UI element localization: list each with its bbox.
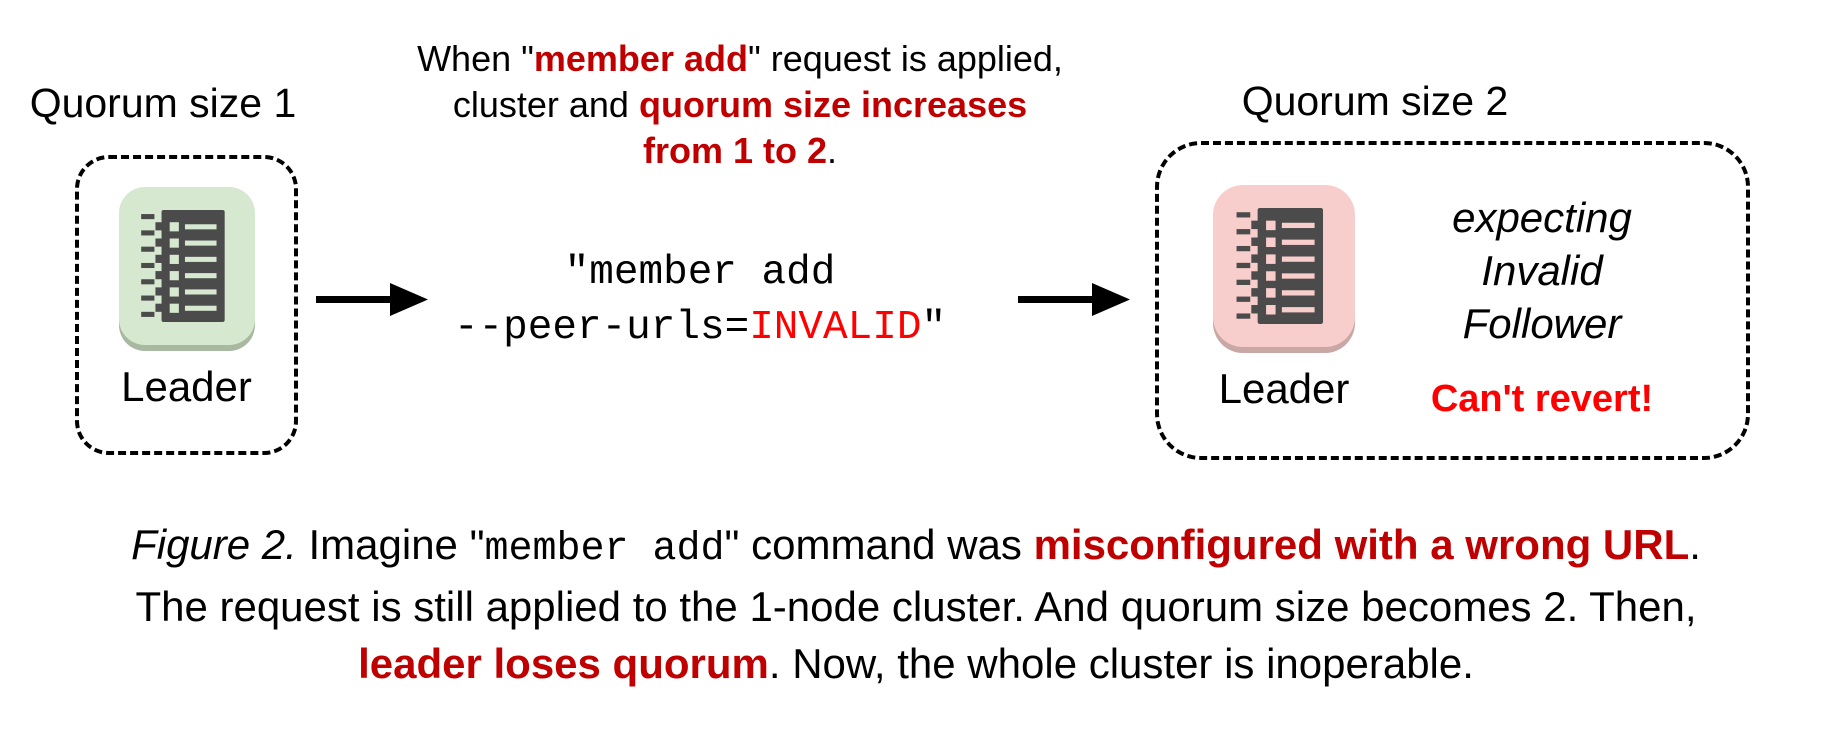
command-invalid-value: INVALID — [749, 305, 922, 351]
note-line-1: When "member add" request is applied, — [417, 38, 1063, 79]
member-add-note: When "member add" request is applied, cl… — [375, 36, 1105, 174]
arrow-right-icon — [1018, 283, 1130, 316]
caption-line-2: The request is still applied to the 1-no… — [135, 583, 1697, 630]
caption-line-3: leader loses quorum. Now, the whole clus… — [358, 640, 1474, 687]
right-panel-title: Quorum size 2 — [1241, 78, 1509, 124]
expectation-line: expecting — [1452, 194, 1632, 241]
notepad-icon — [140, 210, 225, 322]
figure-label: Figure 2. — [131, 521, 297, 568]
caption-line-1: Figure 2. Imagine "member add" command w… — [131, 521, 1701, 572]
leader-node-label: Leader — [121, 363, 252, 410]
note-highlight-from-1-to-2: from 1 to 2 — [642, 130, 827, 171]
quorum-1-cluster-box: Leader — [75, 155, 298, 455]
cant-revert-warning: Can't revert! — [1430, 378, 1654, 420]
figure-caption: Figure 2. Imagine "member add" command w… — [0, 516, 1832, 692]
note-line-3: from 1 to 2. — [642, 130, 838, 171]
expectation-line: Invalid — [1481, 247, 1603, 294]
command-line-1: "member add — [564, 250, 836, 296]
expectation-column: expecting Invalid Follower Can't revert! — [1372, 185, 1712, 421]
caption-highlight-misconfigured: misconfigured with a wrong URL — [1033, 521, 1690, 568]
leader-node-icon — [118, 187, 255, 345]
arrow-right-icon — [316, 283, 428, 316]
expectation-line: Follower — [1462, 300, 1622, 347]
notepad-icon — [1236, 208, 1324, 324]
leader-node-label: Leader — [1218, 365, 1350, 412]
leader-node-icon — [1213, 185, 1355, 347]
command-line-2: --peer-urls=INVALID" — [453, 305, 947, 351]
caption-highlight-loses-quorum: leader loses quorum — [358, 640, 769, 687]
quorum-2-cluster-box: Leader expecting Invalid Follower Can't … — [1155, 141, 1750, 460]
member-add-command: "member add --peer-urls=INVALID" — [370, 246, 1030, 356]
note-highlight-quorum-increase: quorum size increases — [638, 84, 1028, 125]
note-line-2: cluster and quorum size increases — [452, 84, 1028, 125]
leader-node-column: Leader — [1213, 185, 1355, 413]
caption-code-member-add: member add — [484, 527, 725, 572]
left-panel-title: Quorum size 1 — [29, 80, 297, 126]
note-highlight-member-add: member add — [533, 38, 748, 79]
